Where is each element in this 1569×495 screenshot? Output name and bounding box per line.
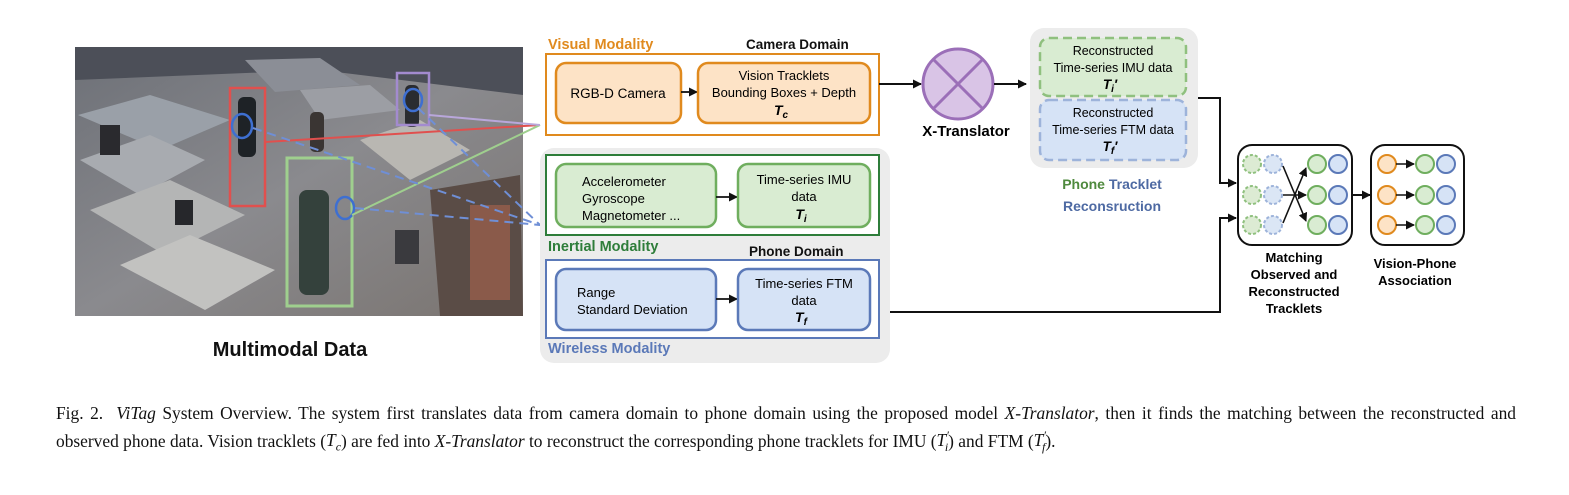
- ti-prime-symbol: Ti′: [1103, 77, 1118, 95]
- recon-title-line2: Reconsruction: [1063, 198, 1161, 214]
- magnetometer-label: Magnetometer ...: [582, 208, 680, 223]
- caption-text: ) and FTM (: [948, 430, 1034, 451]
- figure-caption: Fig. 2. ViTag System Overview. The syste…: [56, 402, 1516, 458]
- accelerometer-label: Accelerometer: [582, 174, 666, 189]
- recon-ftm-line1: Reconstructed: [1073, 106, 1154, 120]
- association-label-line1: Vision-Phone: [1374, 256, 1457, 271]
- x-translator-ref: X-Translator: [434, 430, 525, 451]
- callout-lines: [252, 107, 541, 226]
- rgbd-camera-label: RGB-D Camera: [570, 86, 666, 101]
- ti-symbol: Ti: [795, 206, 807, 225]
- matching-label-line1: Matching: [1265, 250, 1322, 265]
- std-deviation-label: Standard Deviation: [577, 302, 688, 317]
- tf-prime-symbol: Tf′: [1103, 139, 1119, 157]
- association-label-line2: Association: [1378, 273, 1452, 288]
- matching-nodes: [1242, 154, 1348, 235]
- recon-imu-line2: Time-series IMU data: [1053, 61, 1172, 75]
- recon-imu-line1: Reconstructed: [1073, 44, 1154, 58]
- rgbd-camera-box: [554, 61, 683, 125]
- phone-domain-label: Phone Domain: [749, 244, 844, 259]
- association-nodes: [1377, 154, 1456, 235]
- vision-tracklets-line1: Vision Tracklets: [739, 68, 830, 83]
- ftm-timeseries-line1: Time-series FTM: [755, 276, 853, 291]
- recon-ftm-line2: Time-series FTM data: [1052, 123, 1174, 137]
- x-translator-ref: X-Translator: [1004, 403, 1095, 423]
- ftm-timeseries-box: [736, 267, 872, 332]
- gyroscope-label: Gyroscope: [582, 191, 645, 206]
- imu-timeseries-box: [736, 162, 872, 229]
- ftm-timeseries-line2: data: [791, 293, 817, 308]
- phone-location-circle: [334, 195, 356, 221]
- arrow: [1198, 97, 1237, 188]
- caption-text: ).: [1045, 430, 1056, 451]
- office-scene-image: [75, 47, 523, 316]
- fig-number: Fig. 2.: [56, 403, 104, 423]
- imu-sensors-box: [554, 162, 718, 229]
- vision-tracklets-line2: Bounding Boxes + Depth: [712, 85, 856, 100]
- tf-math: T′f: [1033, 428, 1046, 454]
- tf-symbol: Tf: [795, 309, 809, 328]
- red-bounding-box: [228, 86, 267, 208]
- multimodal-data-title: Multimodal Data: [213, 339, 368, 361]
- phone-location-circle: [402, 87, 424, 113]
- arrow: [890, 213, 1237, 313]
- inertial-modality-label: Inertial Modality: [548, 239, 658, 255]
- x-translator-icon: [921, 47, 995, 121]
- tc-math: Tc: [326, 430, 342, 454]
- ti-math: T′i: [936, 428, 949, 454]
- matching-label-line3: Reconstructed: [1248, 284, 1339, 299]
- green-bounding-box: [285, 156, 354, 308]
- range-label: Range: [577, 285, 615, 300]
- camera-domain-label: Camera Domain: [746, 37, 849, 52]
- caption-text: to reconstruct the corresponding phone t…: [524, 430, 937, 451]
- imu-timeseries-line2: data: [791, 189, 817, 204]
- wireless-modality-label: Wireless Modality: [548, 341, 670, 357]
- reconstructed-ftm-box: [1038, 98, 1188, 162]
- caption-text: ) are fed into: [341, 430, 435, 451]
- visual-modality-label: Visual Modality: [548, 37, 653, 53]
- matching-label-line2: Observed and: [1251, 267, 1338, 282]
- imu-timeseries-line1: Time-series IMU: [757, 172, 852, 187]
- caption-text: System Overview. The system first transl…: [155, 403, 1005, 423]
- tc-symbol: Tc: [774, 102, 789, 121]
- purple-bounding-box: [395, 71, 431, 127]
- x-translator-label: X-Translator: [922, 123, 1010, 140]
- reconstructed-imu-box: [1038, 36, 1188, 98]
- recon-title-line1: Phone Tracklet: [1062, 176, 1162, 192]
- phone-location-circle: [230, 112, 254, 140]
- caption-text: , then it finds the matching between the…: [56, 403, 1516, 451]
- vision-tracklets-box: [696, 61, 872, 125]
- matching-label-line4: Tracklets: [1266, 301, 1322, 316]
- vitag-name: ViTag: [116, 403, 156, 423]
